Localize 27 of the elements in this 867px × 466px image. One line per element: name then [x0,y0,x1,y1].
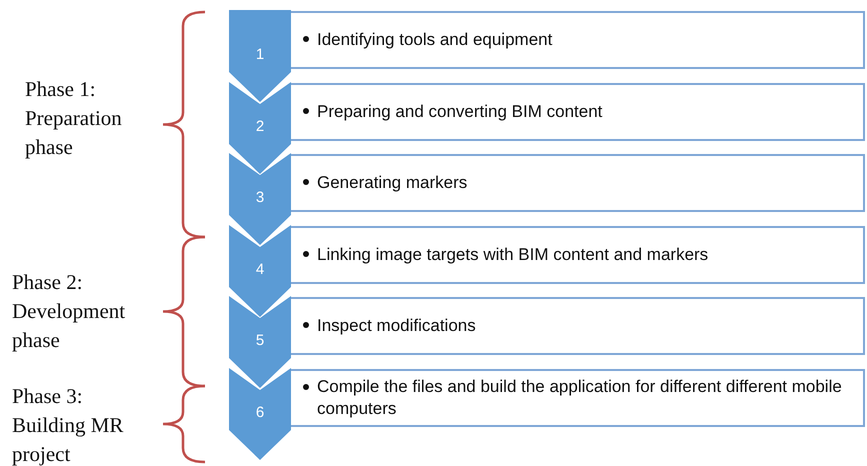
step-text: Compile the files and build the application for different different mobile computers [317,376,843,420]
step-text: Identifying tools and equipment [317,29,554,51]
step-text: Inspect modifications [317,315,477,337]
step-box [291,226,865,284]
step-number-badge [229,10,291,102]
step-number: 3 [254,189,266,206]
step-number: 5 [254,332,266,349]
step-number: 4 [254,260,266,278]
step-text: Linking image targets with BIM content and markers [317,244,710,266]
step-number-badge [229,224,291,316]
step-text: Generating markers [317,172,468,194]
step-number-badge [229,368,291,460]
step-box [291,82,865,140]
step-text: Preparing and converting BIM content [317,100,604,122]
step-number-badge [229,82,291,174]
step-box [291,297,865,355]
step-box [291,368,865,426]
step-number-badge [229,296,291,388]
phase-label: Phase 1: Preparation phase [25,76,123,161]
step-box [291,154,865,212]
step-box [291,11,865,69]
phase-label: Phase 3: Building MR project [12,383,124,466]
phase-label: Phase 2: Development phase [12,269,126,354]
step-number: 1 [254,46,266,63]
step-number: 2 [254,118,266,134]
step-number: 6 [254,404,266,420]
step-number-badge [229,153,291,245]
